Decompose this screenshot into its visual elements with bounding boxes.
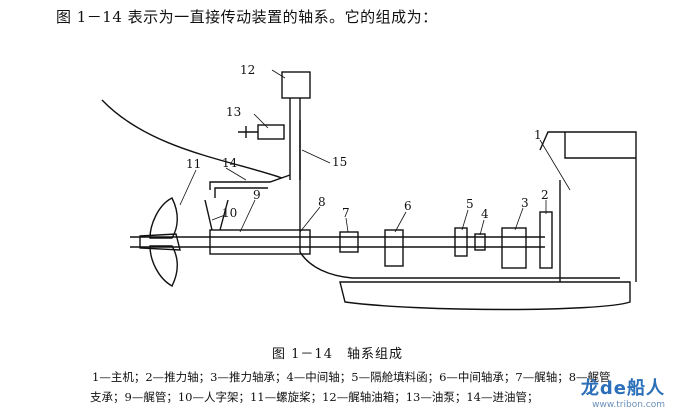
- hull-stern-curve: [101, 99, 283, 179]
- label-14: 14: [222, 156, 238, 170]
- hull-bottom: [339, 281, 631, 311]
- hull-bottom-curve: [299, 120, 620, 279]
- watermark: 龙de船人 www.tribon.com: [581, 374, 665, 410]
- label-8: 8: [318, 195, 326, 209]
- oil-tank-box: [281, 71, 311, 99]
- label-6: 6: [404, 199, 412, 213]
- label-11: 11: [186, 157, 201, 171]
- main-engine-outline: [539, 131, 637, 282]
- label-7: 7: [342, 206, 350, 220]
- label-13: 13: [226, 105, 241, 119]
- thrust-bearing: [501, 227, 527, 269]
- label-5: 5: [466, 197, 474, 211]
- intro-text: 图 1－14 表示为一直接传动装置的轴系。它的组成为：: [56, 8, 438, 26]
- oil-pipe-vertical: [289, 98, 301, 180]
- propeller-hub: [139, 233, 181, 251]
- label-1: 1: [534, 128, 542, 142]
- label-15: 15: [332, 155, 347, 169]
- label-9: 9: [253, 188, 261, 202]
- label-10: 10: [222, 206, 237, 220]
- legend-line-1: 1—主机；2—推力轴；3—推力轴承；4—中间轴；5—隔舱填料函；6—中间轴承；7…: [92, 370, 611, 384]
- stern-tube: [209, 229, 311, 255]
- figure-caption: 图 1－14 轴系组成: [272, 347, 403, 362]
- legend-line-2: 支承；9—艉管；10—人字架；11—螺旋桨；12—艉轴油箱；13—油泵；14—进…: [90, 390, 539, 404]
- bulkhead-stuffing-box: [454, 227, 468, 257]
- oil-pump-body: [257, 124, 285, 140]
- coupling-7: [339, 231, 359, 253]
- oil-feed-pipe: [209, 174, 291, 198]
- watermark-logo: 龙de船人: [580, 378, 665, 399]
- oil-pump-handle: [238, 126, 258, 138]
- watermark-url: www.tribon.com: [592, 400, 665, 410]
- intermediate-bearing: [384, 229, 404, 267]
- label-2: 2: [541, 188, 549, 202]
- label-3: 3: [521, 196, 529, 210]
- thrust-shaft-flange: [539, 211, 553, 269]
- propeller-blade-upper: [149, 197, 178, 239]
- main-engine-top: [564, 132, 636, 159]
- propeller-blade-lower: [149, 245, 178, 287]
- label-12: 12: [240, 63, 255, 77]
- label-4: 4: [481, 207, 489, 221]
